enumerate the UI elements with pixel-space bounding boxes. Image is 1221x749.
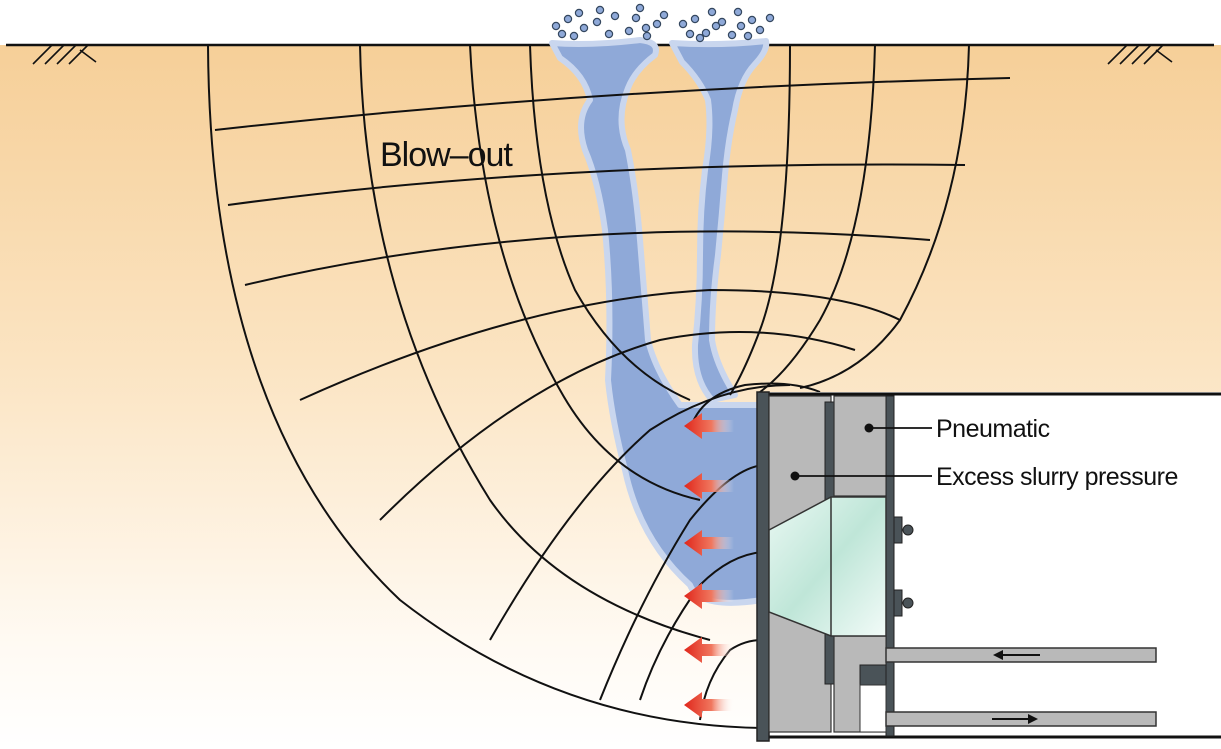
slurry-blowout-channels: [549, 37, 770, 606]
flow-arrow-icon: [992, 714, 1038, 724]
bubble-icon: [610, 11, 620, 21]
excess-slurry-callout: [790, 471, 932, 481]
bubble-icon: [755, 25, 765, 35]
bubble-icon: [652, 19, 662, 29]
bubble-icon: [595, 5, 605, 15]
bubble-icon: [624, 26, 634, 36]
pneumatic-callout: [864, 423, 932, 433]
failure-mechanism-grid: [207, 44, 1011, 729]
excess-slurry-pressure-label: Excess slurry pressure: [936, 463, 1178, 491]
air-chamber: [833, 395, 891, 497]
bubble-icon: [695, 33, 705, 43]
bubble-icon: [678, 19, 688, 29]
pressure-arrow-icon: [684, 692, 734, 718]
bubble-icon: [635, 3, 645, 13]
bubble-icon: [659, 10, 669, 20]
bubble-icon: [592, 17, 602, 27]
bolt-icon: [893, 589, 914, 617]
bubble-icon: [727, 30, 737, 40]
bubble-icon: [733, 7, 743, 17]
pressure-arrow-icon: [684, 637, 734, 663]
bubble-icon: [642, 31, 652, 41]
slurry-pipes: [885, 647, 1157, 727]
pressure-arrow-icon: [684, 413, 734, 439]
pressure-arrow-icon: [684, 530, 734, 556]
ground-hatch-icon: [1107, 44, 1173, 65]
tbm-shield: [756, 391, 1221, 742]
bubble-icon: [701, 28, 711, 38]
bolt-icon: [893, 516, 914, 544]
bubble-icon: [685, 29, 695, 39]
ground-hatch-icon: [32, 44, 97, 65]
bubble-icon: [736, 21, 746, 31]
bubble-icon: [743, 31, 753, 41]
flow-arrow-icon: [993, 650, 1040, 660]
bubble-icon: [569, 31, 579, 41]
bubble-icon: [765, 13, 775, 23]
cutter-head-plate: [756, 391, 770, 742]
rear-bulkhead: [885, 395, 895, 737]
bubble-icon: [707, 7, 717, 17]
surface-bubbles: [551, 3, 775, 43]
bubble-icon: [641, 23, 651, 33]
pneumatic-label: Pneumatic: [936, 415, 1050, 443]
bubble-icon: [563, 14, 573, 24]
blowout-label: Blow–out: [380, 136, 513, 174]
bubble-icon: [604, 29, 614, 39]
bubble-icon: [574, 8, 584, 18]
bubble-icon: [717, 17, 727, 27]
pressure-arrows: [684, 413, 734, 718]
pressure-arrow-icon: [684, 473, 734, 499]
bubble-icon: [631, 13, 641, 23]
bubble-icon: [711, 21, 721, 31]
bubble-icon: [579, 23, 589, 33]
bubble-icon: [557, 29, 567, 39]
bubble-icon: [551, 21, 561, 31]
bubble-icon: [690, 14, 700, 24]
bubble-icon: [747, 15, 757, 25]
pressure-arrow-icon: [684, 583, 734, 609]
